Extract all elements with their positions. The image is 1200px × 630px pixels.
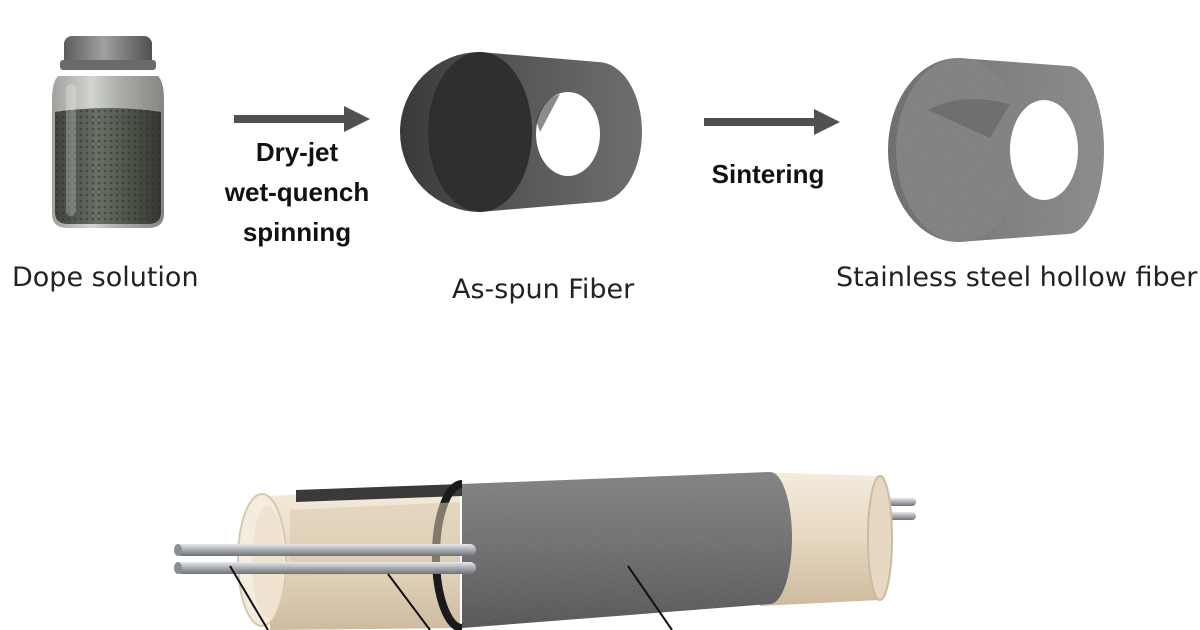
as-spun-fiber-label: As-spun Fiber [452, 274, 635, 305]
dope-solution-jar [52, 36, 164, 228]
ss-bore [1010, 100, 1078, 200]
stainless-steel-fiber-shape [888, 58, 1104, 242]
inner-dark-layer [296, 484, 462, 502]
outer-tube-right [760, 472, 892, 606]
steel-rod-left-upper [176, 544, 476, 556]
jar-liquid-texture [55, 108, 161, 224]
leader-line-steel [229, 565, 269, 630]
jar-cap-rim [60, 60, 156, 70]
spinning-step-line-3: spinning [242, 217, 352, 247]
sintering-step-label: Sintering [711, 159, 825, 189]
steel-rod-left-lower [176, 562, 476, 574]
arrow-sintering [704, 109, 840, 135]
tube-module [174, 472, 916, 630]
as-spun-fiber-shape [400, 52, 642, 212]
spinning-step-line-1: Dry-jet [255, 137, 339, 167]
stainless-steel-fiber-label: Stainless steel hollow fiber [836, 262, 1198, 293]
leader-line-inner-tube [387, 573, 431, 630]
as-spun-bore [536, 92, 600, 176]
as-spun-front-face [428, 52, 532, 212]
arrow-spinning [234, 106, 370, 132]
spinning-step-label: Dry-jet wet-quench spinning [216, 132, 378, 252]
jar-highlight [66, 84, 76, 216]
leader-line-porous-tube [627, 565, 673, 630]
spinning-step-line-2: wet-quench [224, 177, 370, 207]
dope-solution-label: Dope solution [12, 262, 199, 293]
